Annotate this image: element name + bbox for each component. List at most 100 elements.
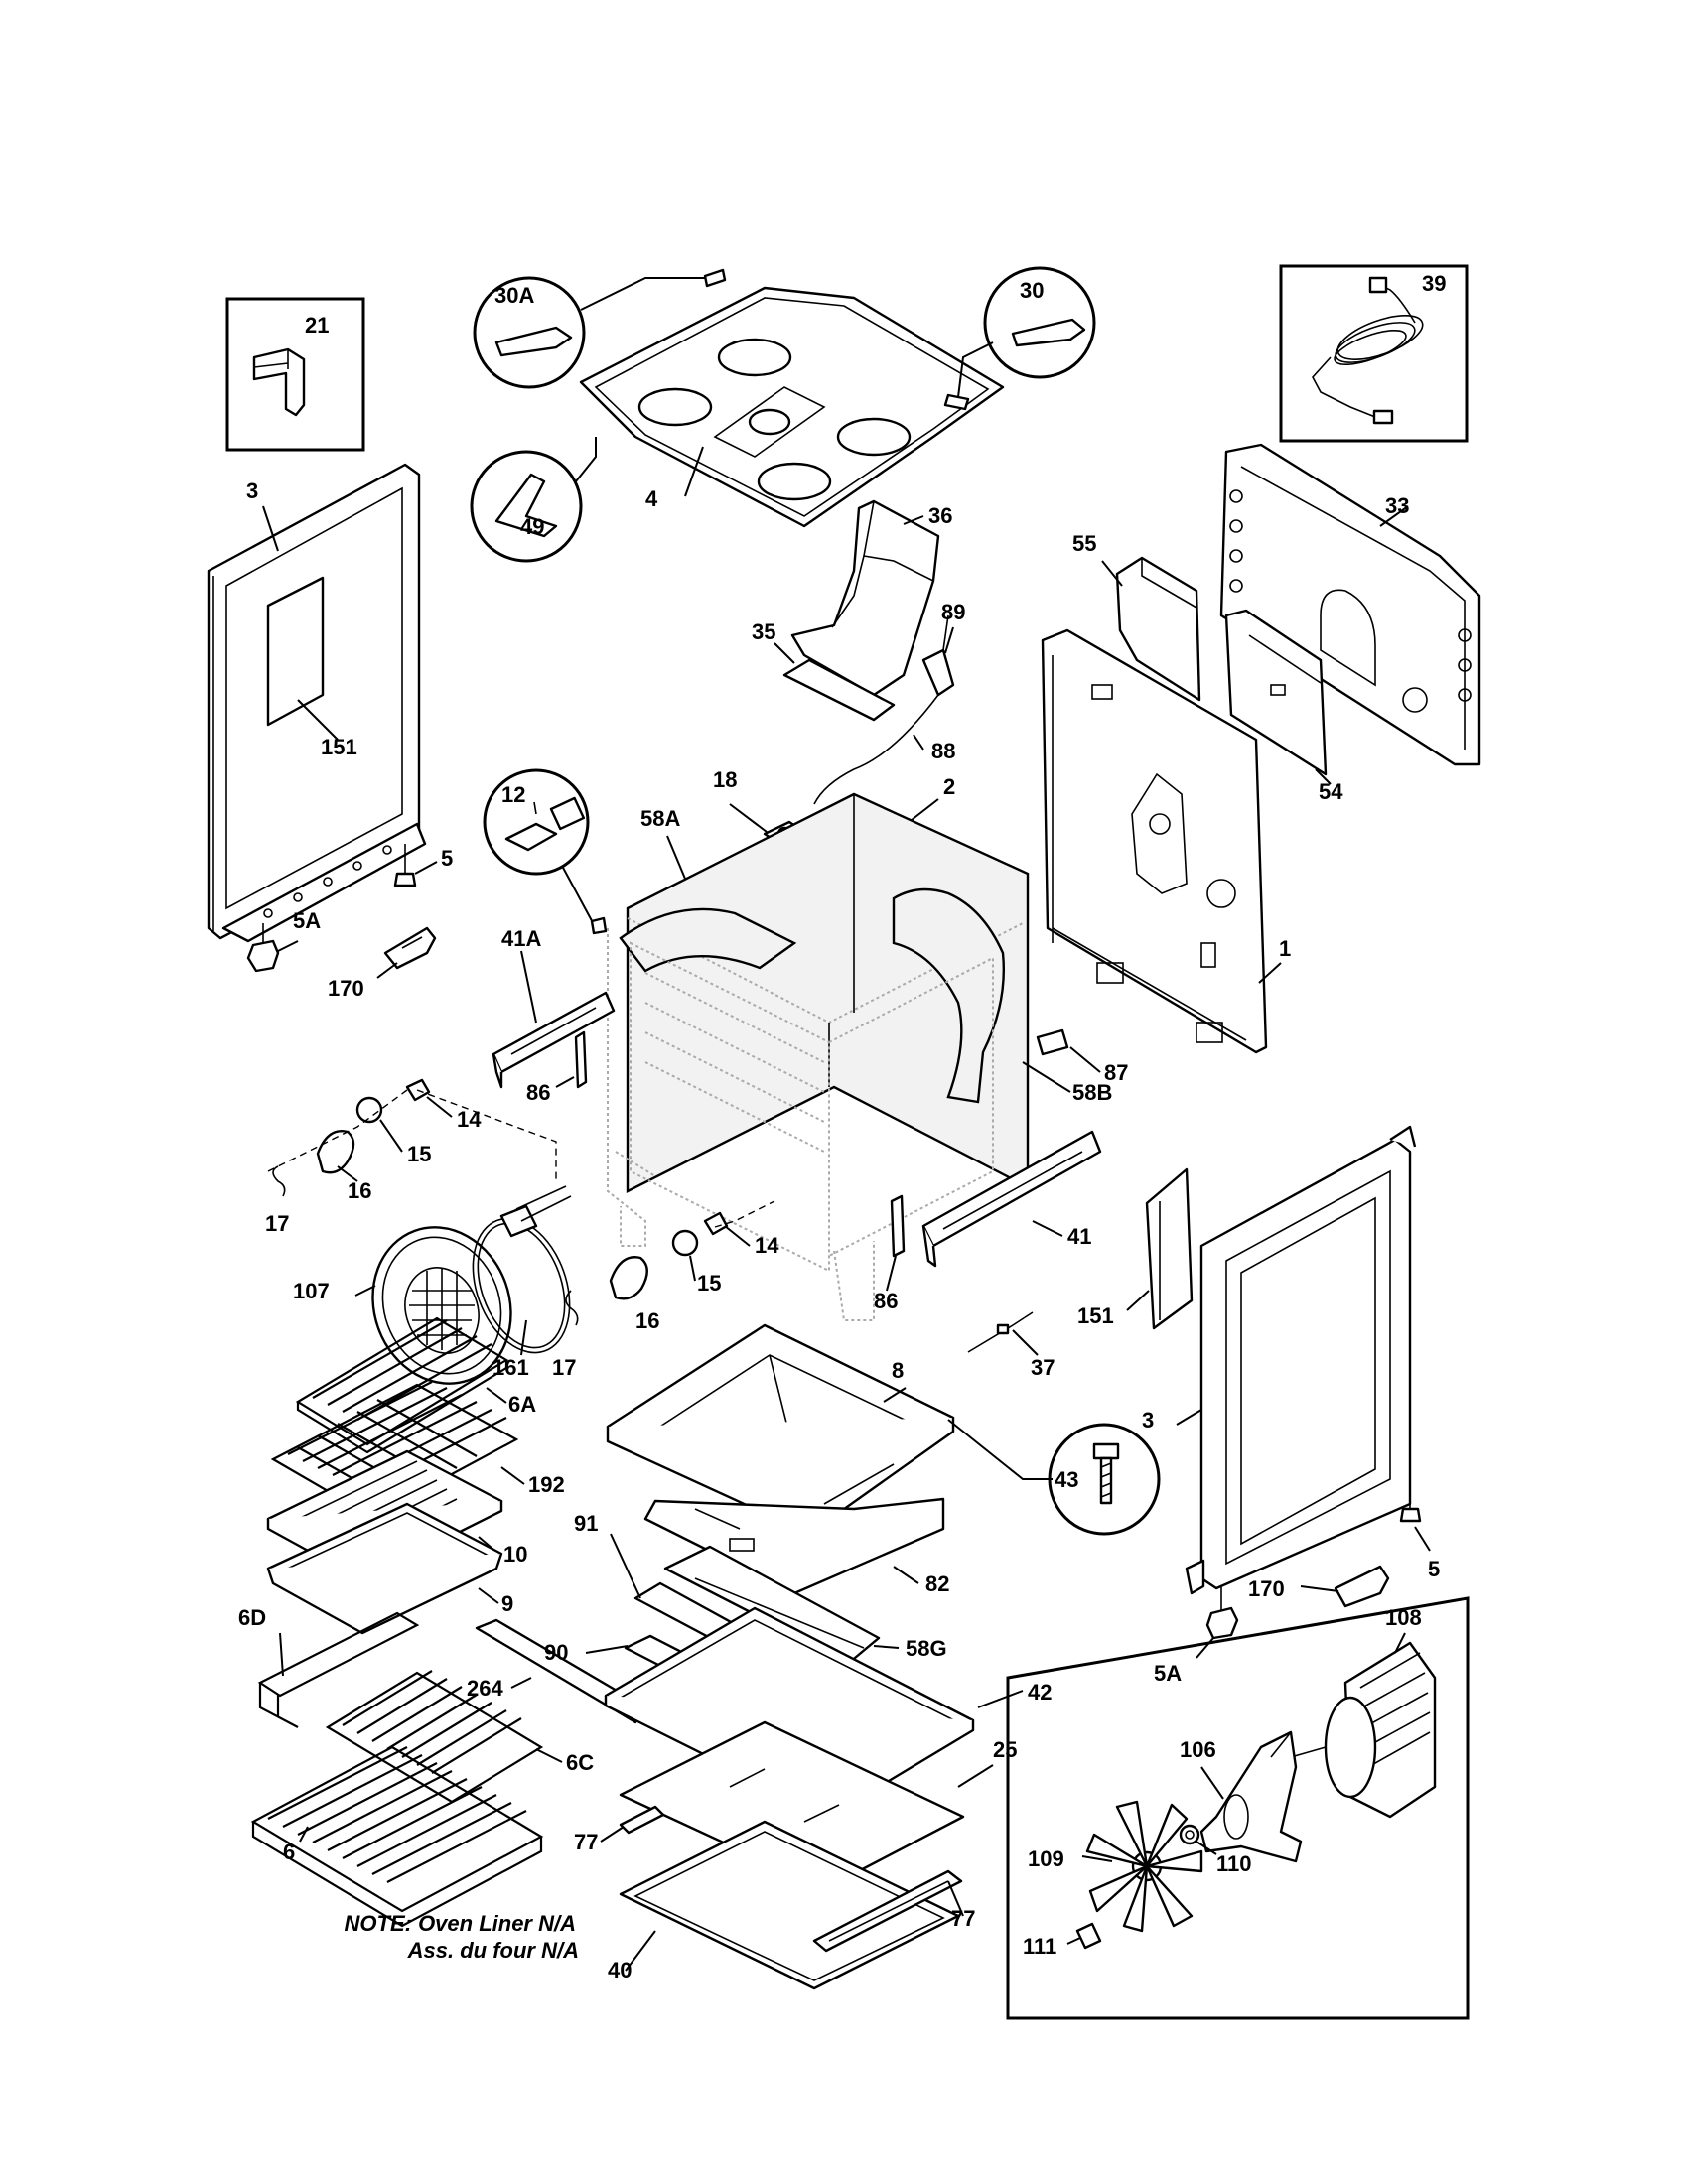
leader-111	[1066, 1937, 1081, 1945]
leader-170-left	[376, 962, 398, 979]
callout-3-left: 3	[246, 478, 258, 503]
leader-41	[1032, 1220, 1063, 1237]
part-151-right-shield	[1145, 1167, 1194, 1330]
callout-42: 42	[1028, 1680, 1052, 1705]
leader-15-lower	[689, 1255, 696, 1282]
leader-151-left	[297, 699, 339, 741]
part-39-power-cord	[1312, 276, 1424, 425]
callout-106: 106	[1180, 1737, 1216, 1762]
callout-111: 111	[1023, 1934, 1056, 1959]
part-170-bracket-right	[1334, 1565, 1390, 1608]
leader-37	[1012, 1329, 1039, 1356]
note-line-2: Ass. du four N/A	[407, 1938, 579, 1963]
lamp-assembly-upper	[267, 1078, 557, 1197]
part-5A-leveling-leg-right	[1205, 1586, 1239, 1640]
part-41-side-rail-right	[921, 1130, 1102, 1268]
callout-109: 109	[1028, 1846, 1064, 1871]
leader-35	[774, 642, 795, 664]
leader-54	[1315, 768, 1332, 785]
leader-6A	[486, 1387, 507, 1404]
part-3-left-side-panel	[207, 463, 427, 943]
leader-9	[478, 1587, 499, 1604]
leader-58G	[873, 1645, 900, 1649]
leader-55	[1101, 560, 1123, 587]
part-58A-insulation-liner	[619, 792, 1030, 1193]
part-21-terminal-block	[252, 347, 306, 417]
leader-14-lower	[724, 1225, 751, 1247]
part-6A-rack-upper	[295, 1316, 509, 1454]
callout-5-right: 5	[1428, 1557, 1440, 1581]
callout-10: 10	[503, 1542, 527, 1567]
callout-5-left: 5	[441, 846, 453, 871]
callout-9: 9	[501, 1591, 513, 1616]
detail-30	[943, 266, 1096, 411]
callout-8: 8	[892, 1358, 904, 1383]
leader-109	[1081, 1855, 1113, 1862]
part-6-rack-lower	[250, 1745, 544, 1928]
callout-107: 107	[293, 1279, 330, 1303]
leader-6C	[535, 1748, 563, 1763]
leader-6	[299, 1826, 309, 1843]
part-89-88-harness	[813, 614, 955, 805]
part-170-bracket-left	[383, 926, 437, 970]
leader-36	[903, 515, 924, 525]
callout-55: 55	[1072, 531, 1096, 556]
part-82-shield	[643, 1497, 945, 1595]
leader-107	[354, 1285, 376, 1297]
callout-264: 264	[467, 1676, 503, 1701]
callout-58B: 58B	[1072, 1080, 1112, 1105]
callout-87: 87	[1104, 1060, 1128, 1085]
callout-108: 108	[1385, 1605, 1422, 1630]
leader-82	[893, 1566, 919, 1584]
leader-5A-left	[277, 940, 299, 952]
callout-89: 89	[941, 600, 965, 624]
leader-3-left	[262, 505, 279, 552]
leader-264	[510, 1677, 532, 1689]
callout-15-lower: 15	[697, 1271, 721, 1296]
leader-77-left	[600, 1826, 625, 1843]
callout-12: 12	[501, 782, 525, 807]
callout-5A-left: 5A	[293, 908, 321, 933]
part-107-fan-cover	[371, 1226, 512, 1385]
part-41A-side-rail-left	[492, 991, 616, 1089]
callout-6A: 6A	[508, 1392, 536, 1417]
leader-86-left	[555, 1076, 575, 1088]
callout-6C: 6C	[566, 1750, 594, 1775]
part-77-slide-left	[619, 1805, 665, 1835]
leader-90	[585, 1645, 629, 1654]
callout-3-right: 3	[1142, 1408, 1154, 1433]
callout-14-upper: 14	[457, 1107, 482, 1132]
callout-86-left: 86	[526, 1080, 550, 1105]
leader-110	[1196, 1841, 1217, 1855]
part-109-fan-blade	[1085, 1800, 1203, 1933]
part-111-nut	[1075, 1922, 1102, 1950]
callout-6D: 6D	[238, 1605, 266, 1630]
leader-77-right	[947, 1880, 964, 1917]
callout-18: 18	[713, 767, 737, 792]
leader-106	[1200, 1766, 1224, 1800]
leader-108	[1394, 1632, 1406, 1654]
callout-17-upper: 17	[265, 1211, 289, 1236]
leader-89	[944, 626, 954, 654]
callout-15-upper: 15	[407, 1142, 431, 1166]
callout-41A: 41A	[501, 926, 541, 951]
part-9-broiler-pan	[266, 1502, 503, 1635]
part-161-fan-element	[472, 1185, 572, 1354]
inset-box-21	[225, 297, 365, 452]
leader-5-right	[1414, 1526, 1431, 1552]
leader-14-upper	[426, 1096, 453, 1118]
part-4-top-panel	[579, 286, 1005, 528]
part-86-bracket-right	[890, 1194, 906, 1258]
callout-151-right: 151	[1077, 1303, 1114, 1328]
part-86-bracket-left	[574, 1030, 588, 1089]
part-108-fan-motor	[1290, 1641, 1437, 1819]
part-37-wire	[967, 1311, 1034, 1353]
callout-4: 4	[645, 486, 658, 511]
leader-8	[883, 1387, 907, 1403]
part-54-shield	[1224, 609, 1328, 776]
callout-35: 35	[752, 619, 775, 644]
callout-6: 6	[283, 1840, 295, 1864]
leader-15-upper	[379, 1119, 403, 1153]
part-106-motor-mount	[1199, 1730, 1303, 1863]
